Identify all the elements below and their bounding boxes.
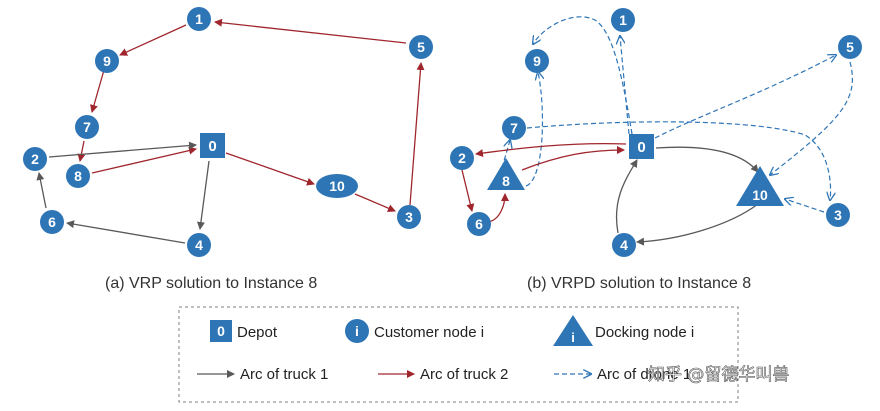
legend-customer-label: Customer node i bbox=[374, 324, 484, 341]
caption-b: (b) VRPD solution to Instance 8 bbox=[527, 275, 751, 292]
svg-text:9: 9 bbox=[103, 53, 111, 69]
legend-box bbox=[178, 306, 739, 403]
svg-text:0: 0 bbox=[637, 139, 645, 156]
svg-text:0: 0 bbox=[217, 323, 225, 339]
panel-a-vrp-diagram: 0 1 9 7 2 8 6 4 10 3 5 (a) VRP solution … bbox=[23, 7, 433, 292]
customer-node-b-1: 1 bbox=[611, 8, 635, 32]
docking-node-b-10: 10 bbox=[736, 166, 784, 206]
svg-text:9: 9 bbox=[533, 53, 541, 69]
legend-drone: Arc of drone 1 bbox=[554, 366, 691, 383]
svg-text:4: 4 bbox=[195, 237, 203, 253]
arc-b-drone-3-10 bbox=[785, 199, 825, 213]
arc-a-truck1-2-0 bbox=[48, 141, 197, 158]
depot-node-b: 0 bbox=[629, 134, 654, 159]
svg-text:1: 1 bbox=[619, 12, 627, 28]
customer-node-a-2: 2 bbox=[23, 147, 47, 171]
legend-truck1-label: Arc of truck 1 bbox=[240, 366, 328, 383]
arc-b-truck1-0-10 bbox=[655, 146, 759, 173]
svg-text:1: 1 bbox=[195, 11, 203, 27]
svg-text:3: 3 bbox=[405, 209, 413, 225]
customer-node-b-9: 9 bbox=[525, 49, 549, 73]
arc-b-truck2-8-0 bbox=[521, 146, 625, 171]
panel-b-vrpd-diagram: 0 1 9 7 2 6 4 3 5 8 10 (b) VRPD solution… bbox=[450, 8, 862, 292]
arc-a-truck2-8-0 bbox=[91, 146, 197, 174]
legend-depot: 0 Depot bbox=[210, 320, 278, 342]
arc-a-truck2-10-3 bbox=[354, 193, 396, 212]
svg-text:6: 6 bbox=[48, 214, 56, 230]
svg-text:8: 8 bbox=[502, 173, 510, 189]
svg-text:8: 8 bbox=[74, 168, 82, 184]
customer-node-a-10: 10 bbox=[316, 174, 358, 198]
arc-b-truck2-0-2 bbox=[475, 142, 627, 158]
arc-b-drone-5-10 bbox=[770, 61, 854, 175]
docking-node-b-8: 8 bbox=[487, 158, 525, 190]
legend-truck1: Arc of truck 1 bbox=[197, 366, 328, 383]
depot-node-a: 0 bbox=[200, 133, 225, 158]
arc-a-truck2-1-9 bbox=[119, 24, 187, 56]
arc-b-drone-0-5 bbox=[654, 55, 836, 139]
customer-node-a-9: 9 bbox=[95, 49, 119, 73]
svg-text:5: 5 bbox=[417, 39, 425, 55]
customer-node-a-7: 7 bbox=[75, 115, 99, 139]
customer-node-a-1: 1 bbox=[187, 7, 211, 31]
legend-truck2-label: Arc of truck 2 bbox=[420, 366, 508, 383]
svg-text:2: 2 bbox=[458, 150, 466, 166]
svg-text:10: 10 bbox=[752, 187, 768, 203]
customer-node-b-6: 6 bbox=[467, 212, 491, 236]
svg-text:0: 0 bbox=[208, 138, 216, 155]
arc-a-truck2-5-1 bbox=[214, 18, 407, 44]
customer-node-b-5: 5 bbox=[838, 35, 862, 59]
arc-a-truck2-9-7 bbox=[90, 69, 105, 113]
watermark-text: 知乎 @留德华叫兽 bbox=[648, 365, 789, 385]
customer-node-a-5: 5 bbox=[409, 35, 433, 59]
svg-text:4: 4 bbox=[620, 237, 628, 253]
arc-b-truck2-2-6 bbox=[461, 169, 475, 212]
svg-text:i: i bbox=[355, 323, 359, 339]
customer-symbol: i bbox=[345, 319, 369, 343]
docking-symbol: i bbox=[553, 315, 593, 346]
arc-a-truck2-7-8 bbox=[77, 140, 86, 162]
svg-text:2: 2 bbox=[31, 151, 39, 167]
customer-node-a-8: 8 bbox=[66, 164, 90, 188]
caption-a: (a) VRP solution to Instance 8 bbox=[105, 275, 317, 292]
legend: 0 Depot i Customer node i i Docking node… bbox=[178, 306, 739, 403]
customer-node-a-4: 4 bbox=[187, 233, 211, 257]
svg-text:10: 10 bbox=[329, 178, 345, 194]
svg-text:7: 7 bbox=[510, 120, 518, 136]
depot-symbol: 0 bbox=[210, 320, 232, 342]
arc-b-drone-0-1 bbox=[620, 36, 630, 135]
arc-a-truck1-6-2 bbox=[36, 172, 47, 209]
arc-b-truck1-4-0 bbox=[615, 159, 638, 234]
arc-b-drone-0-9 bbox=[533, 16, 633, 135]
customer-node-b-2: 2 bbox=[450, 146, 474, 170]
svg-text:3: 3 bbox=[834, 207, 842, 223]
customer-node-a-6: 6 bbox=[40, 210, 64, 234]
arc-b-drone-7-3 bbox=[526, 121, 831, 200]
svg-text:6: 6 bbox=[475, 216, 483, 232]
arc-a-truck2-3-5 bbox=[409, 62, 425, 206]
legend-truck2: Arc of truck 2 bbox=[378, 366, 508, 383]
arc-b-truck2-6-8 bbox=[487, 193, 509, 223]
arc-a-truck2-0-10 bbox=[225, 152, 315, 186]
arc-b-truck1-10-4 bbox=[636, 203, 759, 246]
legend-customer: i Customer node i bbox=[345, 319, 484, 343]
legend-drone-label: Arc of drone 1 bbox=[597, 366, 691, 383]
customer-node-b-4: 4 bbox=[612, 233, 636, 257]
arc-a-truck1-4-6 bbox=[66, 220, 186, 244]
legend-docking: i Docking node i bbox=[553, 315, 694, 346]
arc-b-drone-8-9 bbox=[525, 72, 542, 187]
svg-text:5: 5 bbox=[846, 39, 854, 55]
customer-node-b-3: 3 bbox=[826, 203, 850, 227]
legend-docking-label: Docking node i bbox=[595, 324, 694, 341]
svg-text:7: 7 bbox=[83, 119, 91, 135]
arc-a-truck1-0-4 bbox=[196, 160, 210, 230]
customer-node-a-3: 3 bbox=[397, 205, 421, 229]
svg-text:i: i bbox=[571, 330, 575, 345]
legend-depot-label: Depot bbox=[237, 324, 278, 341]
customer-node-b-7: 7 bbox=[502, 116, 526, 140]
